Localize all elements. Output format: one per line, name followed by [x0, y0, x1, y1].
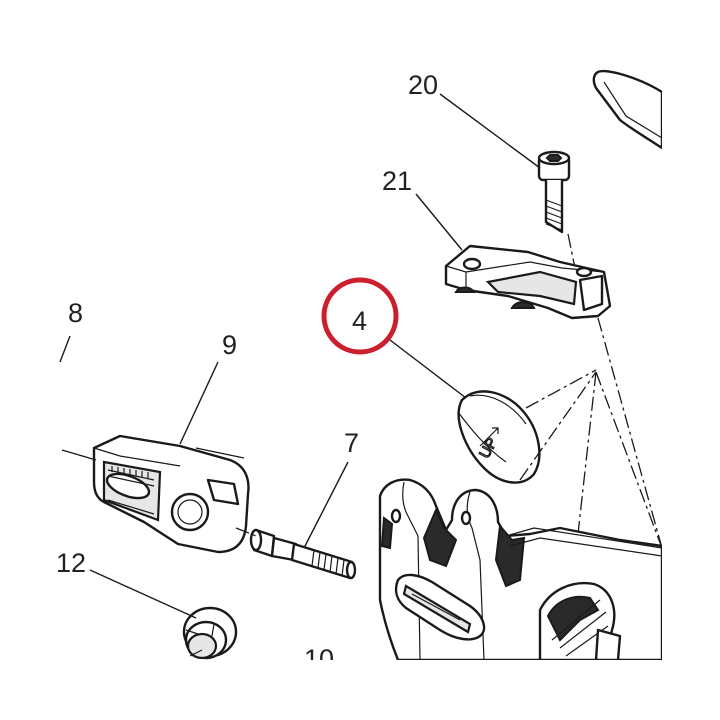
adjuster-bolt-part-7 [235, 527, 357, 580]
callout-21: 21 [382, 166, 412, 196]
callout-7: 7 [344, 428, 359, 458]
cap-part-12 [182, 606, 238, 660]
alignment-dashed-lines [519, 317, 663, 661]
bracket-part-21 [444, 244, 612, 320]
right-crop-mask [662, 0, 720, 720]
chain-adjuster-plate-part-9 [92, 434, 250, 554]
callout-12: 12 [56, 548, 86, 578]
highlight-ring-part-4 [321, 277, 399, 355]
callout-9: 9 [222, 330, 237, 360]
leader-lines [59, 93, 541, 619]
callout-20: 20 [408, 70, 438, 100]
swingarm-frame [378, 478, 664, 662]
callout-8: 8 [68, 298, 83, 328]
top-right-part-fragment [592, 69, 664, 150]
plug-part-4: UP [457, 390, 541, 484]
bolt-part-20 [537, 150, 576, 269]
callout-4: 4 [352, 306, 367, 336]
bottom-crop-mask [0, 660, 720, 720]
